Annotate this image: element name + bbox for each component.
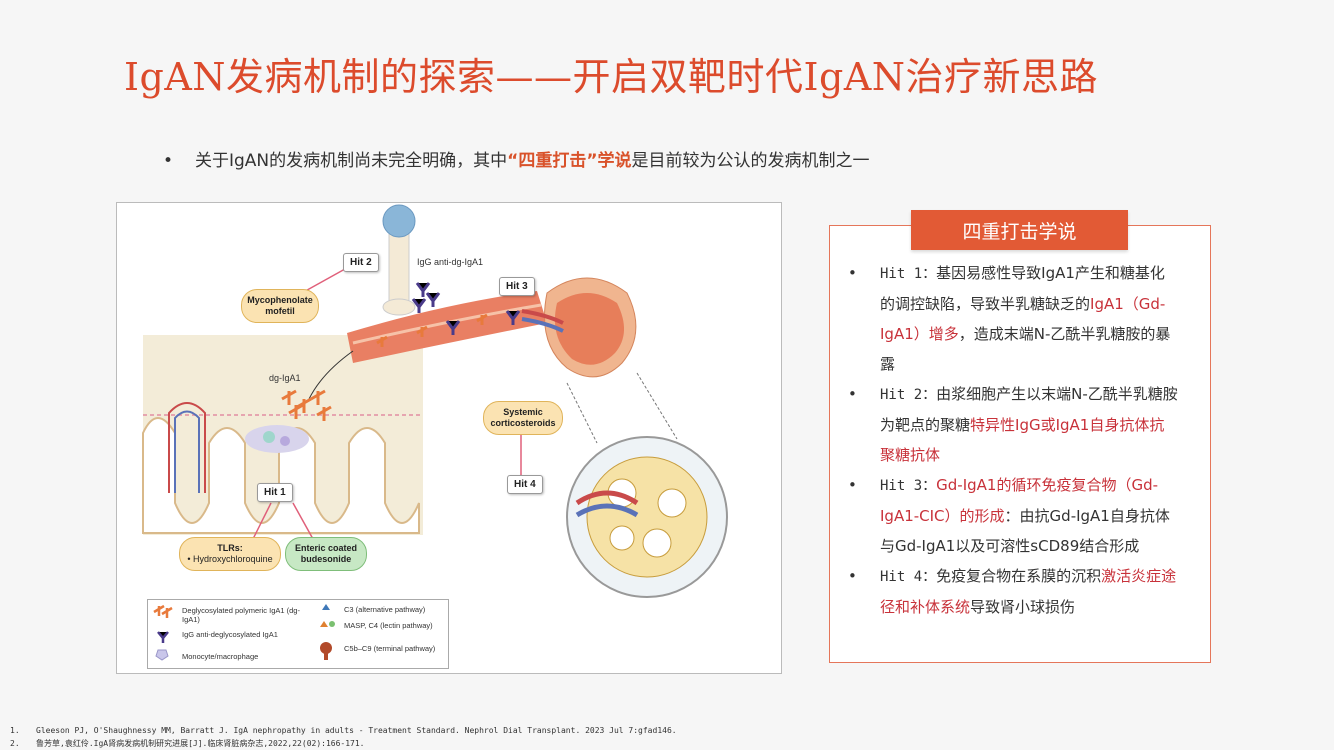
intro-line: • 关于IgAN的发病机制尚未完全明确，其中“四重打击”学说是目前较为公认的发病机… (163, 146, 870, 171)
pathogenesis-figure: Hit 2 Hit 3 Hit 1 Hit 4 Mycophenolate mo… (116, 202, 782, 674)
hit-item-1: •Hit 1：基因易感性导致IgA1产生和糖基化的调控缺陷，导致半乳糖缺乏的Ig… (848, 258, 1178, 379)
c5b-c9-icon (320, 642, 332, 660)
hit-1-label: Hit 1 (257, 483, 293, 502)
steroids-pill: Systemic corticosteroids (483, 401, 563, 435)
igg-cluster (411, 282, 441, 313)
page-title: IgAN发病机制的探索——开启双靶时代IgAN治疗新思路 (124, 55, 1099, 99)
reference-2: 2.鲁芳草,袁红伶.IgA肾病发病机制研究进展[J].临床肾脏病杂志,2022,… (10, 739, 365, 748)
budesonide-pill: Enteric coated budesonide (285, 537, 367, 571)
legend-c5b-c9: C5b–C9 (terminal pathway) (344, 644, 436, 653)
c3-icon (322, 604, 330, 610)
hit-list: •Hit 1：基因易感性导致IgA1产生和糖基化的调控缺陷，导致半乳糖缺乏的Ig… (848, 258, 1178, 622)
reference-1: 1.Gleeson PJ, O'Shaughnessy MM, Barratt … (10, 726, 677, 735)
mycophenolate-pill: Mycophenolate mofetil (241, 289, 319, 323)
hit-item-3: •Hit 3：Gd-IgA1的循环免疫复合物（Gd-IgA1-CIC）的形成：由… (848, 470, 1178, 561)
blood-vessel (347, 291, 547, 363)
igg-in-vessel (445, 310, 521, 335)
hit-item-2: •Hit 2：由浆细胞产生以末端N-乙酰半乳糖胺为靶点的聚糖特异性IgG或IgA… (848, 379, 1178, 470)
figure-legend: Deglycosylated polymeric IgA1 (dg-IgA1) … (147, 599, 449, 669)
intro-highlight: “四重打击”学说 (507, 151, 632, 171)
hit-2-label: Hit 2 (343, 253, 379, 272)
bullet: • (163, 151, 174, 171)
panel-heading: 四重打击学说 (911, 210, 1128, 250)
dg-iga1-label: dg-IgA1 (269, 373, 301, 383)
dg-iga1-in-vessel (376, 313, 488, 347)
masp-icon (320, 621, 335, 627)
monocyte-icon (155, 649, 169, 661)
legend-dg-iga1: Deglycosylated polymeric IgA1 (dg-IgA1) (182, 606, 300, 624)
bullet: • (848, 476, 857, 494)
tlrs-item: • Hydroxychloroquine (187, 554, 273, 564)
four-hit-panel (829, 225, 1211, 663)
hit-4-label: Hit 4 (507, 475, 543, 494)
references: 1.Gleeson PJ, O'Shaughnessy MM, Barratt … (10, 724, 677, 750)
hit-3-label: Hit 3 (499, 277, 535, 296)
igg-label: IgG anti-dg-IgA1 (417, 257, 484, 267)
intro-text-end: 是目前较为公认的发病机制之一 (631, 151, 870, 171)
monocyte-cluster (245, 425, 309, 453)
bullet: • (848, 567, 857, 585)
legend-masp: MASP, C4 (lectin pathway) (344, 621, 433, 630)
tlrs-title: TLRs: (217, 543, 243, 553)
bullet: • (848, 385, 857, 403)
dg-iga1-icon (153, 604, 173, 618)
bullet: • (848, 264, 857, 282)
villus-vessel (168, 402, 206, 493)
tlrs-pill: TLRs: • Hydroxychloroquine (179, 537, 281, 571)
igg-antibody-icon (157, 631, 169, 643)
legend-c3: C3 (alternative pathway) (344, 605, 426, 614)
dg-iga1-cluster (281, 389, 332, 421)
dg-arrow (308, 350, 354, 400)
intro-text: 关于IgAN的发病机制尚未完全明确，其中 (195, 151, 508, 171)
figure-illustration (142, 204, 728, 598)
legend-igg: IgG anti-deglycosylated IgA1 (182, 630, 278, 639)
hit-item-4: •Hit 4：免疫复合物在系膜的沉积激活炎症途径和补体系统导致肾小球损伤 (848, 561, 1178, 622)
legend-monocyte: Monocyte/macrophage (182, 652, 259, 661)
